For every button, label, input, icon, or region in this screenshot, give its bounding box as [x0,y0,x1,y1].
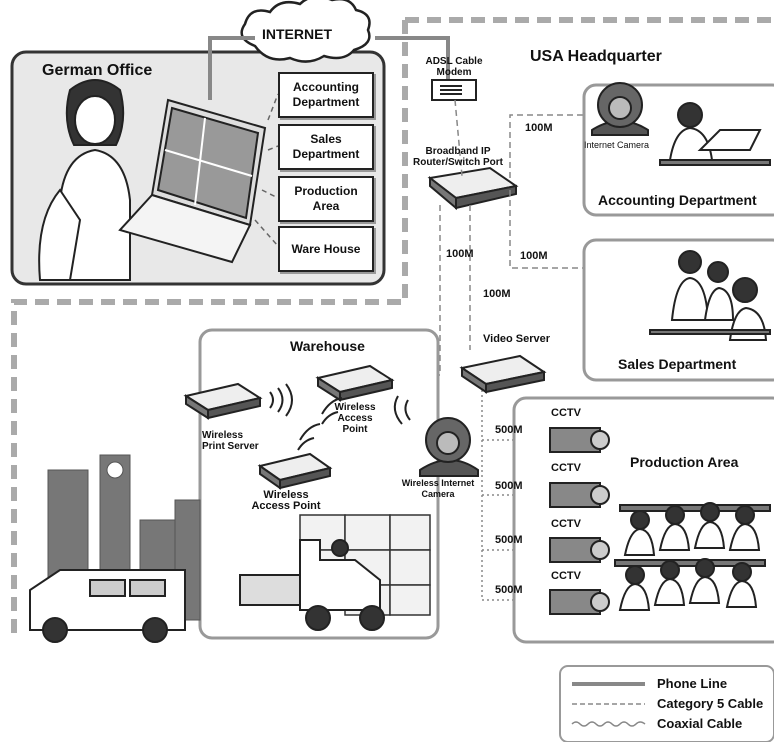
accountant-figure [659,102,771,166]
warehouse-title: Warehouse [290,338,365,354]
cctv-cameras [549,427,610,615]
production-workers [614,502,771,611]
cctv-label-2: CCTV [551,462,581,474]
speed-500m-1: 500M [495,424,523,436]
router-label: Broadband IP Router/Switch Port [412,146,503,168]
adsl-modem-label: ADSL Cable Modem [425,56,483,78]
legend-coax-label: Coaxial Cable [657,716,743,731]
phone-lines [208,36,450,100]
speed-100m-video: 100M [483,288,511,300]
speed-100m-sales: 100M [520,250,548,262]
sales-people-figure [649,250,771,341]
video-server-label: Video Server [483,333,551,345]
german-dept-warehouse: Ware House [278,226,374,272]
sales-department-title: Sales Department [618,356,737,372]
speed-100m-warehouse: 100M [446,248,474,260]
wireless-print-server-icon [183,382,263,420]
router-icon [427,166,519,211]
wireless-ap-2-icon [257,452,333,490]
internet-label: INTERNET [262,26,332,42]
wireless-internet-camera-label: Wireless Internet Camera [401,478,475,499]
laptop-icon [118,98,267,264]
hq-boundary-left [11,20,408,640]
german-dept-production: Production Area [278,176,374,222]
forklift-icon [239,539,385,631]
van-icon [29,569,186,643]
legend-phone-label: Phone Line [657,676,728,691]
warehouse-boxes [299,514,431,616]
legend-coax-swatch [571,721,646,727]
wireless-print-server-label: Wireless Print Server [202,430,259,452]
speed-500m-4: 500M [495,584,523,596]
adsl-modem-icon [431,79,477,101]
internet-camera-label: Internet Camera [584,140,650,150]
speed-500m-3: 500M [495,534,523,546]
video-server-icon [459,354,547,394]
dept-connectors [254,93,279,247]
german-office-title: German Office [42,62,153,79]
speed-500m-2: 500M [495,480,523,492]
wireless-ap-2-label: Wireless Access Point [251,489,321,512]
wireless-signal-icons [269,383,411,451]
usa-headquarter-title: USA Headquarter [530,48,662,65]
internet-camera-icon [591,82,649,136]
german-dept-accounting: Accounting Department [278,72,374,118]
accounting-department-title: Accounting Department [598,192,757,208]
cctv-label-4: CCTV [551,570,581,582]
internet-cloud [240,0,371,63]
cctv-label-3: CCTV [551,518,581,530]
cctv-label-1: CCTV [551,407,581,419]
production-area-title: Production Area [630,454,739,470]
woman-figure [38,79,131,281]
german-dept-sales: Sales Department [278,124,374,170]
wireless-internet-camera-icon [419,417,479,477]
speed-100m-accounting: 100M [525,122,553,134]
wireless-ap-1-icon [315,364,395,402]
wireless-ap-1-label: Wireless Access Point [334,402,376,435]
legend-cat5-label: Category 5 Cable [657,696,764,711]
